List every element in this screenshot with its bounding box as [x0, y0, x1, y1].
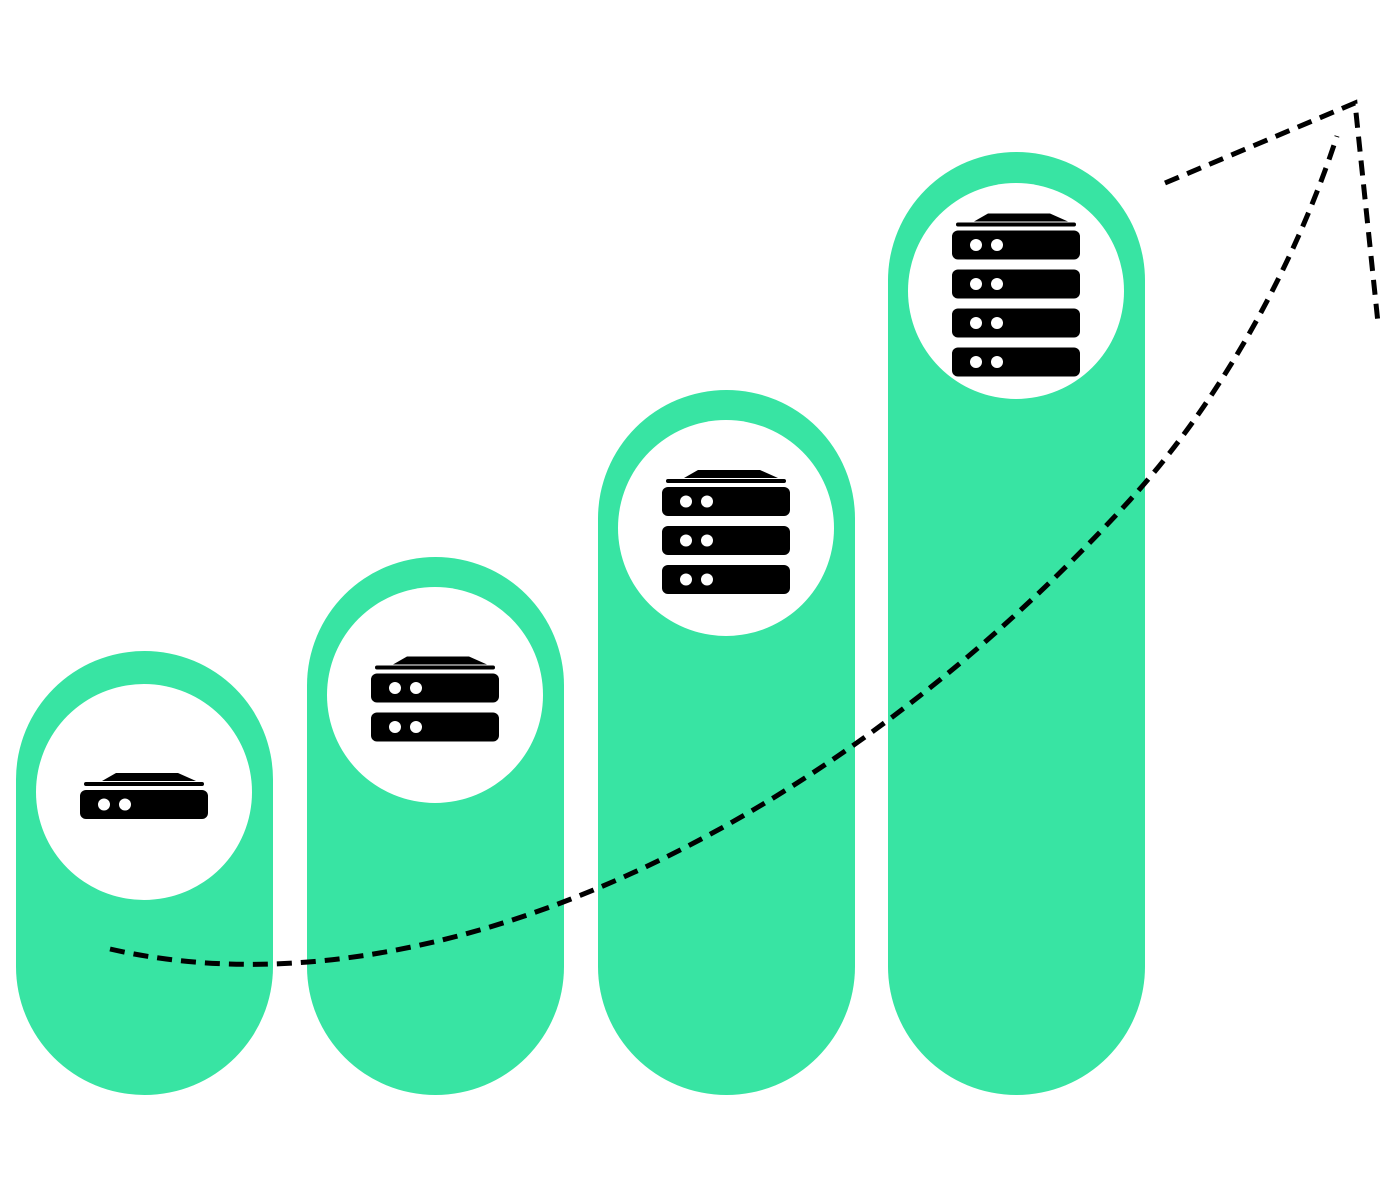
server-cap-bar — [666, 479, 786, 483]
step-column-4 — [888, 152, 1145, 1095]
server-led — [991, 317, 1003, 329]
step-column-1 — [16, 651, 273, 1095]
server-led — [970, 356, 982, 368]
server-led — [701, 573, 713, 586]
server-led — [98, 798, 110, 811]
server-led — [389, 721, 401, 733]
server-cap — [393, 656, 487, 665]
server-unit — [662, 487, 790, 516]
server-cap-bar — [375, 665, 495, 670]
step-pill — [888, 152, 1145, 1095]
server-unit — [662, 526, 790, 555]
server-unit — [952, 269, 1080, 299]
step-column-2 — [307, 557, 564, 1095]
server-led — [410, 721, 422, 733]
trend-arrow-head — [1164, 99, 1381, 324]
server-stack-icon — [662, 470, 790, 594]
step-column-3 — [598, 390, 855, 1095]
server-cap-bar — [84, 782, 204, 786]
server-unit — [80, 790, 208, 819]
server-led — [991, 356, 1003, 368]
server-led — [701, 534, 713, 547]
server-led — [680, 495, 692, 508]
server-led — [970, 239, 982, 251]
trend-arrow-icon — [109, 99, 1381, 967]
server-led — [119, 798, 131, 811]
server-unit — [371, 712, 499, 742]
server-cap — [684, 470, 778, 478]
server-unit — [952, 308, 1080, 338]
server-led — [970, 317, 982, 329]
server-led — [991, 239, 1003, 251]
server-unit — [952, 230, 1080, 260]
server-led — [991, 278, 1003, 290]
server-stack-icon — [80, 773, 208, 819]
server-unit — [662, 565, 790, 594]
server-led — [680, 534, 692, 547]
server-cap — [102, 773, 196, 781]
step-columns — [16, 152, 1145, 1095]
server-cap-bar — [956, 222, 1076, 227]
server-led — [389, 682, 401, 694]
server-stack-icon — [952, 213, 1080, 377]
server-led — [410, 682, 422, 694]
server-led — [680, 573, 692, 586]
server-cap — [974, 213, 1068, 222]
server-unit — [371, 673, 499, 703]
server-unit — [952, 347, 1080, 377]
server-led — [701, 495, 713, 508]
server-led — [970, 278, 982, 290]
server-stack-icon — [371, 656, 499, 742]
